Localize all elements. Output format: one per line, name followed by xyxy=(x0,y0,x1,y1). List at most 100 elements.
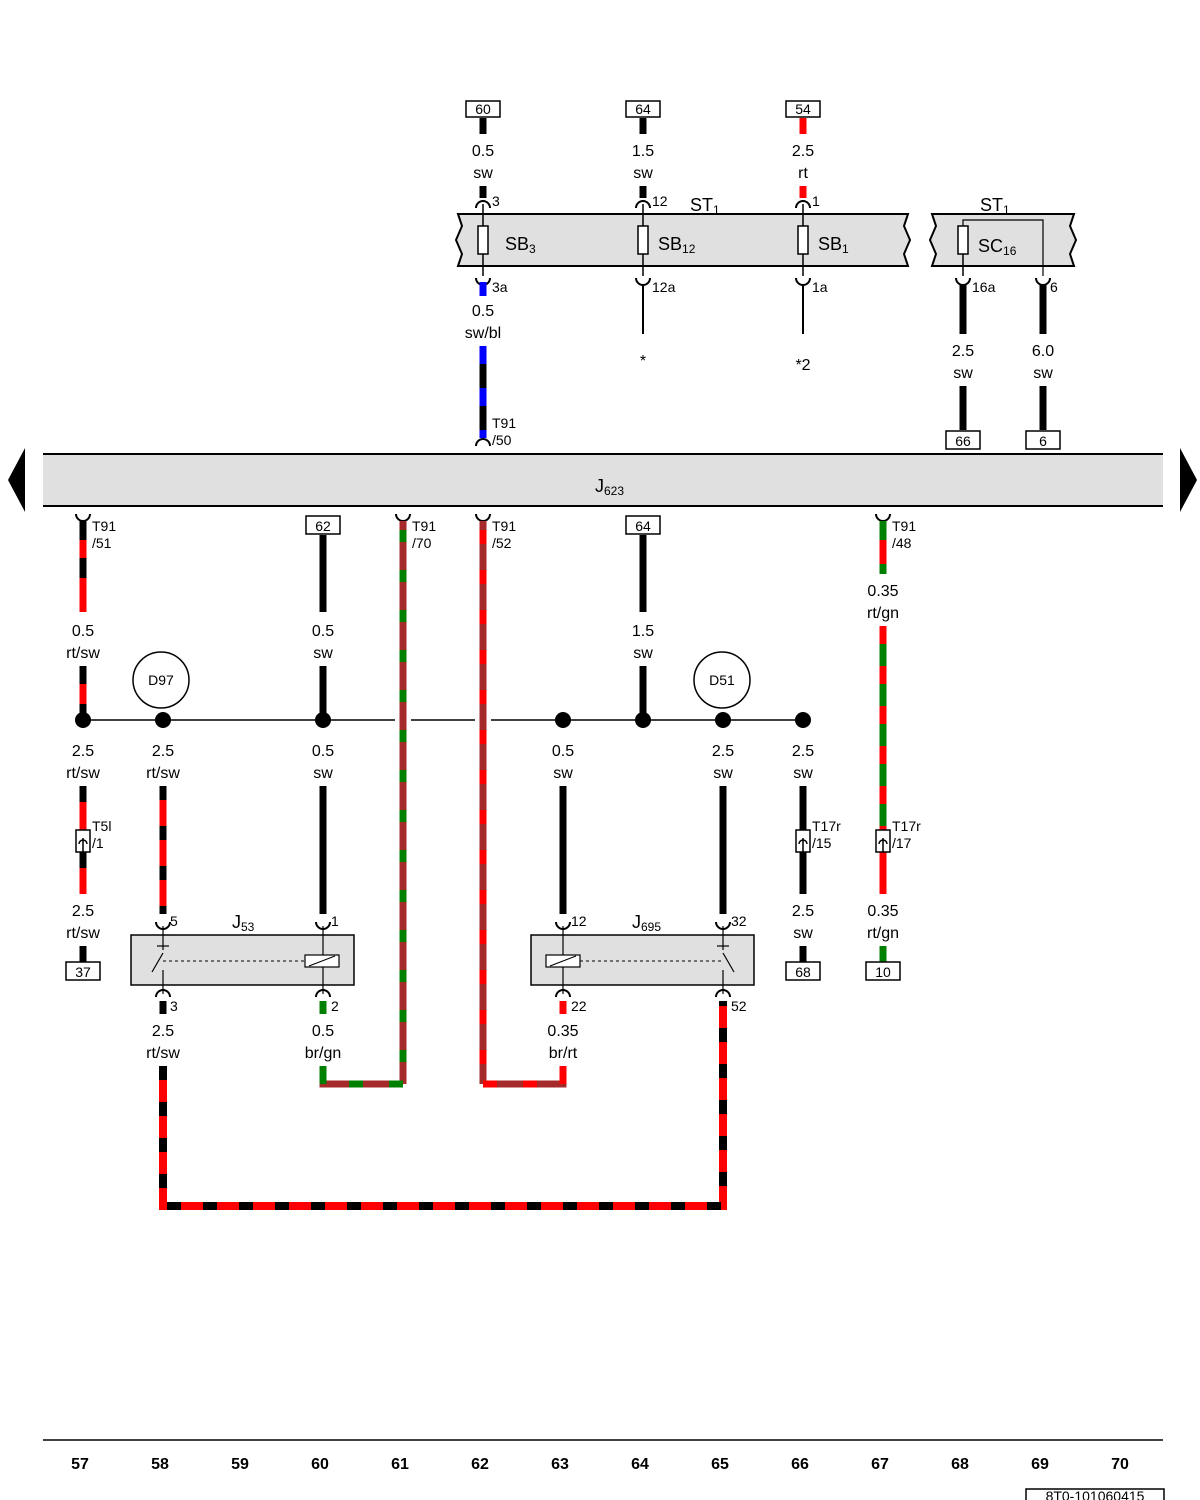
wire-color: sw xyxy=(953,365,973,382)
fuse-symbol xyxy=(477,225,489,255)
note-star2: *2 xyxy=(795,357,810,374)
wire-size: 0.5 xyxy=(472,143,494,160)
column-number: 61 xyxy=(391,1456,409,1473)
column-number: 57 xyxy=(71,1456,89,1473)
fuse-sb3-label: SB3 xyxy=(505,234,536,256)
pin-label: T91 xyxy=(412,518,436,534)
pin-label: 22 xyxy=(571,998,587,1014)
wire-color: rt/sw xyxy=(66,765,100,782)
wire-size: 1.5 xyxy=(632,143,654,160)
wire-size: 2.5 xyxy=(72,743,94,760)
wire-color: sw/bl xyxy=(465,325,501,342)
column-number: 67 xyxy=(871,1456,889,1473)
ref-box-64b xyxy=(625,515,661,535)
wire-color: sw xyxy=(553,765,573,782)
ref-box-60 xyxy=(465,100,501,118)
pin-label: /48 xyxy=(892,535,912,551)
wire-color: rt/sw xyxy=(66,645,100,662)
pin-label: T91 xyxy=(492,415,516,431)
ref-box-37 xyxy=(65,961,101,981)
page-prev-arrow[interactable] xyxy=(8,448,25,512)
ref-66: 66 xyxy=(955,433,971,449)
ref-box-10 xyxy=(865,961,901,981)
ref-box-64 xyxy=(625,100,661,118)
wire-color: rt/sw xyxy=(146,765,180,782)
ref-box-54 xyxy=(785,100,821,118)
wire-size: 2.5 xyxy=(712,743,734,760)
ref-37: 37 xyxy=(75,964,91,980)
page-next-arrow[interactable] xyxy=(1180,448,1197,512)
column-number: 62 xyxy=(471,1456,489,1473)
below-fuse-wires: 0.5 sw/bl T91 /50 * *2 2.5 sw 66 6.0 sw … xyxy=(465,282,1061,450)
ref-box-6 xyxy=(1025,430,1061,450)
junction-d51: D51 xyxy=(693,651,751,709)
pin-label: 52 xyxy=(731,998,747,1014)
pin-label: 3a xyxy=(492,279,508,295)
pin-label: 2 xyxy=(331,998,339,1014)
pin-label: 5 xyxy=(170,913,178,929)
wire-color: sw xyxy=(793,925,813,942)
wire-color: rt xyxy=(798,165,808,182)
fuse-symbol xyxy=(957,225,969,255)
fuse-sb12-label: SB12 xyxy=(658,234,696,256)
connector-pin: /15 xyxy=(812,835,832,851)
wire-color: sw xyxy=(713,765,733,782)
column-number: 68 xyxy=(951,1456,969,1473)
wire-size: 0.5 xyxy=(472,303,494,320)
column-number: 58 xyxy=(151,1456,169,1473)
fuse-right: SC16 16a 6 xyxy=(955,219,1058,295)
connector-pin: /1 xyxy=(92,835,104,851)
pin-label: 1a xyxy=(812,279,828,295)
junction-label: D97 xyxy=(148,672,174,688)
wire-color: br/rt xyxy=(549,1045,578,1062)
ref-64b: 64 xyxy=(635,518,651,534)
wire-size: 6.0 xyxy=(1032,343,1054,360)
wire-color: sw xyxy=(1033,365,1053,382)
pin-label: 32 xyxy=(731,913,747,929)
wire-color: rt/sw xyxy=(146,1045,180,1062)
column-number: 59 xyxy=(231,1456,249,1473)
pin-label: 1 xyxy=(812,193,820,209)
column-number: 65 xyxy=(711,1456,729,1473)
upper-wires: 0.5 rt/sw 0.5 sw 1.5 sw 0.35 rt/gn xyxy=(66,521,899,894)
pin-label: 16a xyxy=(972,279,996,295)
ref-60: 60 xyxy=(475,101,491,117)
ecu-label: J623 xyxy=(595,476,624,498)
relay-j695: J695 12 32 22 52 xyxy=(530,912,755,1014)
ref-6: 6 xyxy=(1039,433,1047,449)
wire-color: rt/gn xyxy=(867,605,899,622)
wire-color: sw xyxy=(313,645,333,662)
lower-wires: 2.5 rt/sw 37 2.5 sw 68 0.35 rt/gn 10 xyxy=(65,903,901,981)
wire-size: 0.35 xyxy=(867,903,898,920)
relay-out-wires: 2.5 rt/sw 0.5 br/gn 0.35 br/rt xyxy=(146,1001,727,1210)
column-number: 63 xyxy=(551,1456,569,1473)
relay-j695-label: J695 xyxy=(632,912,661,934)
fuse-box-right-label: ST1 xyxy=(980,195,1010,217)
wire-size: 2.5 xyxy=(952,343,974,360)
pin-label: T91 xyxy=(492,518,516,534)
mid-wires: 2.5 rt/sw 2.5 rt/sw 0.5 sw 0.5 sw 2.5 sw… xyxy=(66,743,814,914)
ref-10: 10 xyxy=(875,964,891,980)
pin-label: 3 xyxy=(492,193,500,209)
wire-size: 2.5 xyxy=(152,1023,174,1040)
ground-bus xyxy=(75,712,811,728)
ref-68: 68 xyxy=(795,964,811,980)
junction-label: D51 xyxy=(709,672,735,688)
pin-label: 6 xyxy=(1050,279,1058,295)
relay-j53-label: J53 xyxy=(232,912,255,934)
top-wires: 60 0.5 sw 64 1.5 sw 54 2.5 rt xyxy=(465,100,821,198)
fuse-sb1-label: SB1 xyxy=(818,234,849,256)
wire-size: 2.5 xyxy=(152,743,174,760)
wire-size: 0.5 xyxy=(312,623,334,640)
pin-label: 12a xyxy=(652,279,676,295)
pin-label: /50 xyxy=(492,432,512,448)
ecu-j623: J623 xyxy=(43,453,1163,507)
pin-label: 1 xyxy=(331,913,339,929)
wire-size: 1.5 xyxy=(632,623,654,640)
ref-box-62 xyxy=(305,515,341,535)
connector-label: T17r xyxy=(812,818,841,834)
column-ruler: 57 58 59 60 61 62 63 64 65 66 67 68 69 7… xyxy=(43,1439,1165,1500)
pin-label: T91 xyxy=(92,518,116,534)
ref-62: 62 xyxy=(315,518,331,534)
fuses-left: 3 SB3 3a 12 SB12 12a 1 SB1 1a xyxy=(475,193,849,295)
